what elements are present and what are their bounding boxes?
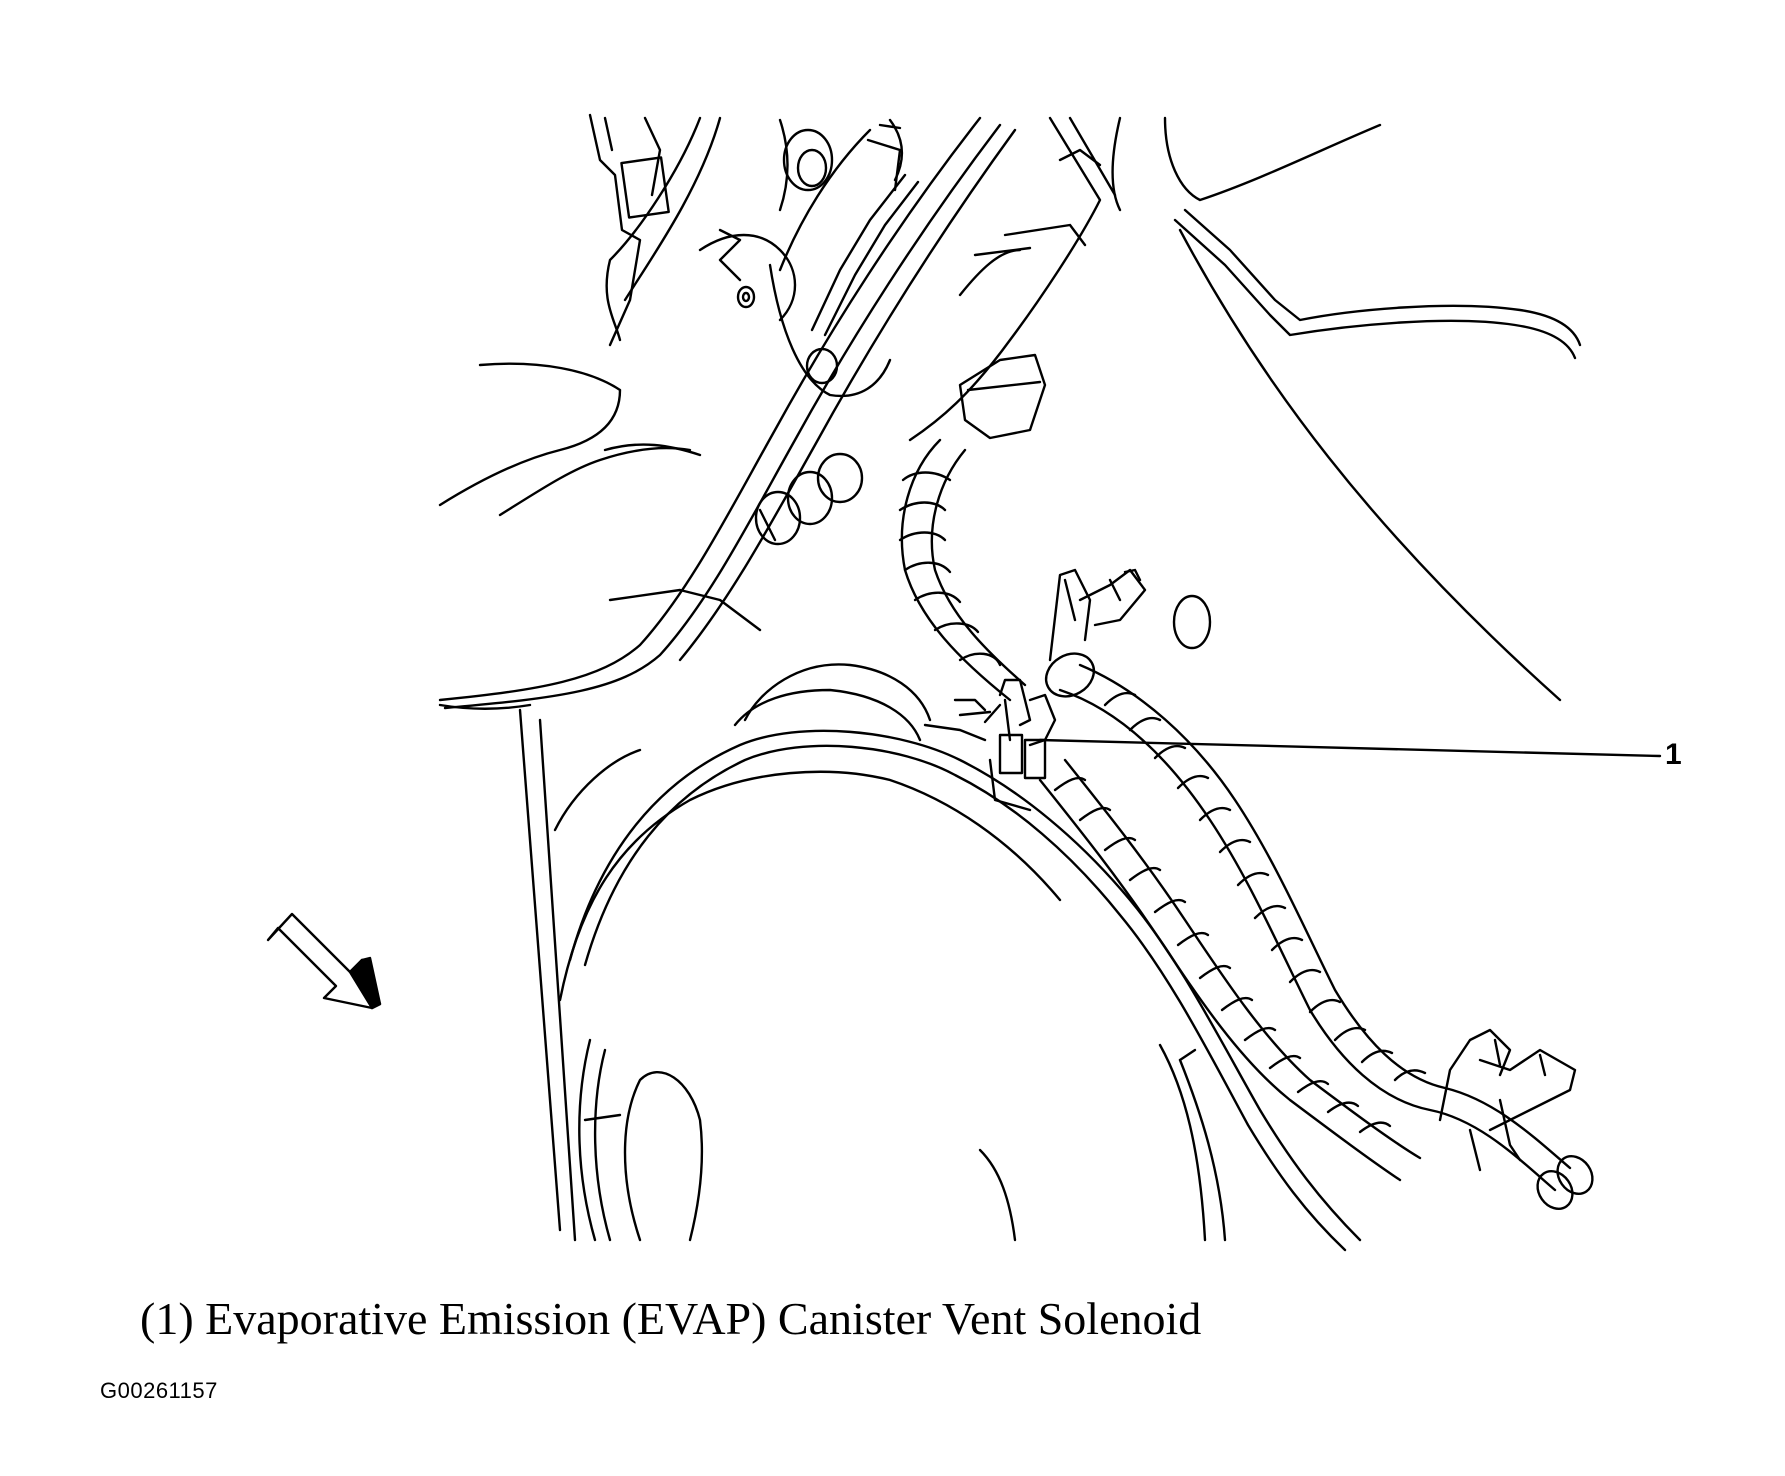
figure-id: G00261157 (100, 1378, 218, 1403)
callout-number-1: 1 (1665, 738, 1682, 771)
callout-leader (1038, 738, 1662, 758)
wiring-harness-lower (1038, 758, 1422, 1182)
harness-clip-upper (1048, 568, 1212, 662)
upper-bracket (588, 113, 920, 398)
wiring-harness-upper (898, 438, 1027, 702)
view-direction-arrow-icon (266, 912, 382, 1010)
frame-rail (438, 116, 1582, 710)
harness-clip-lower (1438, 1028, 1577, 1172)
left-structure (438, 362, 864, 1242)
evap-canister-housing (558, 663, 1362, 1252)
figure-caption: (1) Evaporative Emission (EVAP) Canister… (140, 1293, 1202, 1344)
wiring-harness-right (1044, 652, 1594, 1210)
vent-solenoid-connector (953, 678, 1057, 812)
